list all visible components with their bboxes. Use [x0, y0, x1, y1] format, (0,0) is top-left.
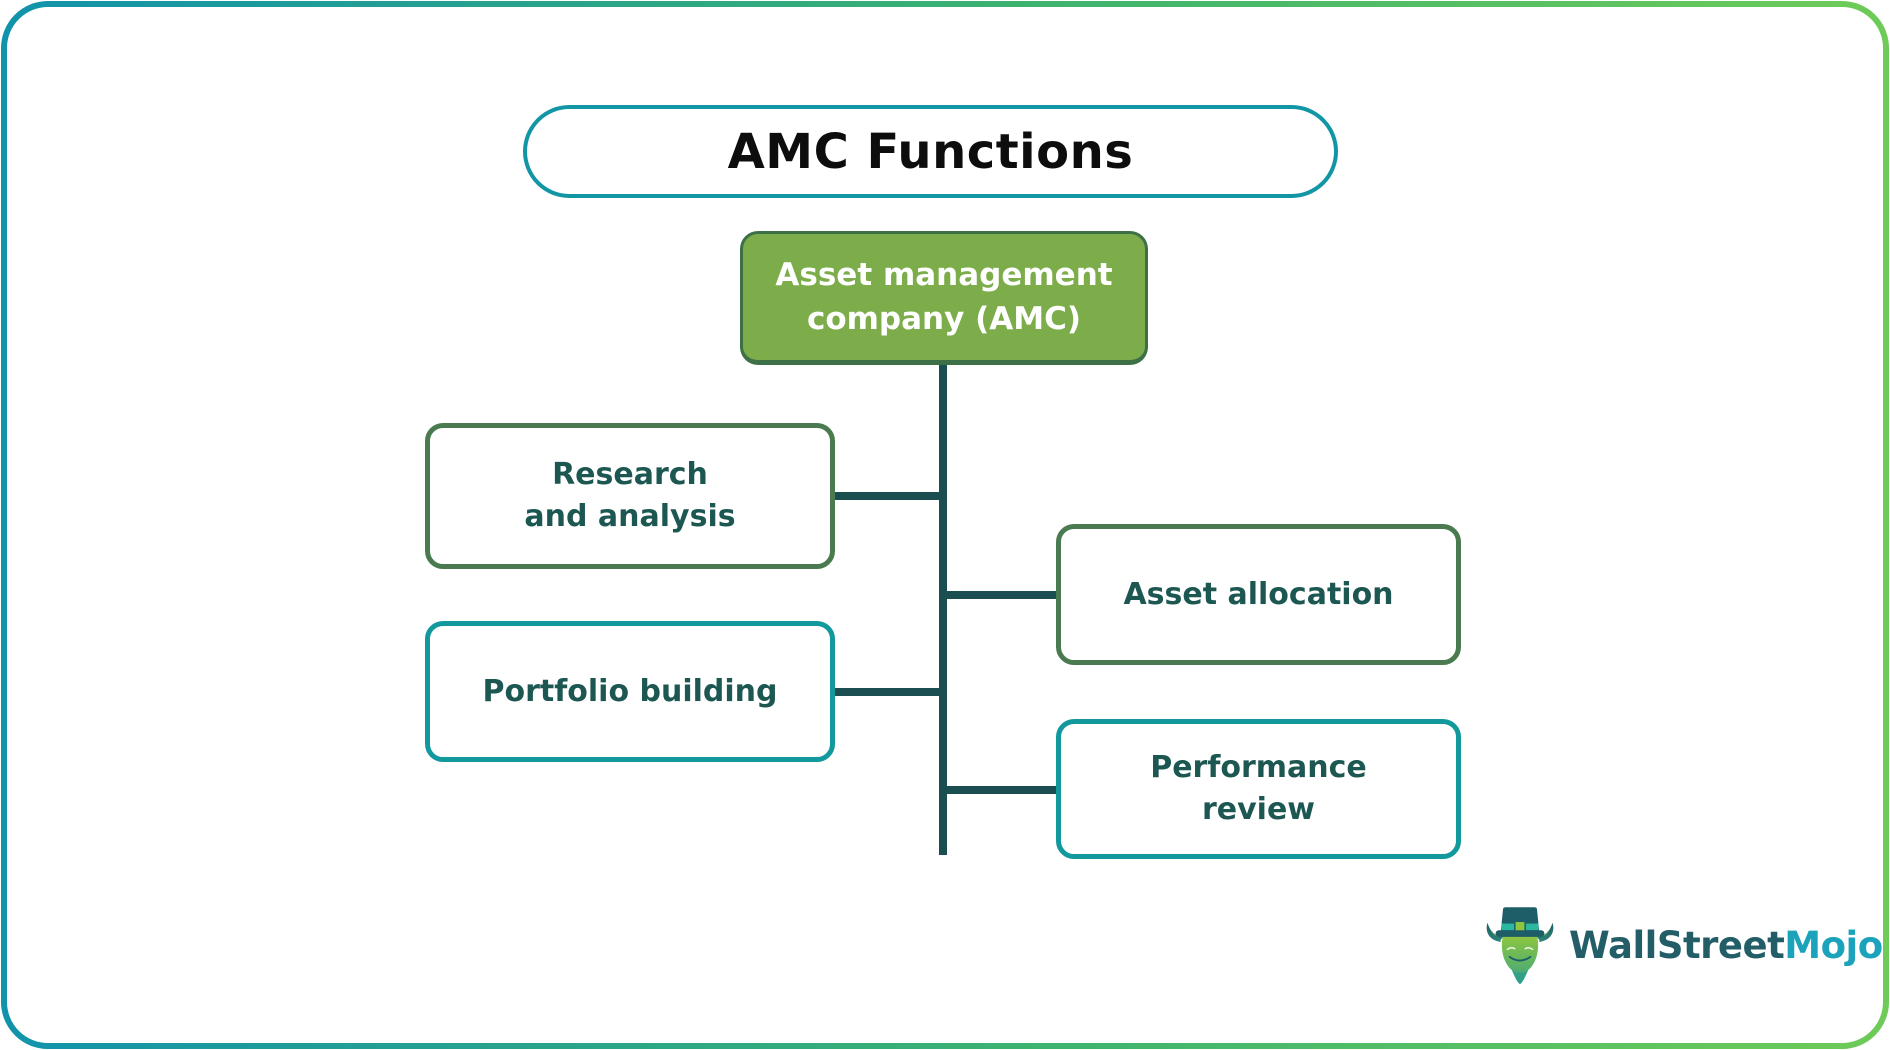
connector-branch-research [835, 492, 941, 500]
brand-name-accent: Mojo [1784, 923, 1883, 967]
brand-logo: WallStreetMojo [1483, 903, 1883, 987]
connector-branch-asset-allocation [945, 591, 1056, 599]
node-performance-review: Performance review [1056, 719, 1461, 859]
bull-mascot-icon [1486, 907, 1554, 985]
root-node-amc: Asset management company (AMC) [740, 231, 1148, 365]
connector-branch-portfolio [835, 688, 941, 696]
node-portfolio-building-label: Portfolio building [482, 673, 778, 709]
node-portfolio-building: Portfolio building [425, 621, 835, 762]
connector-trunk [939, 365, 947, 855]
brand-wordmark: WallStreetMojo [1569, 924, 1883, 967]
connector-branch-performance [945, 786, 1056, 794]
node-research-analysis: Research and analysis [425, 423, 835, 569]
brand-name-primary: WallStreet [1569, 923, 1785, 967]
node-research-analysis-label: Research and analysis [524, 457, 736, 534]
diagram-title: AMC Functions [727, 123, 1134, 180]
diagram-title-box: AMC Functions [523, 105, 1338, 198]
node-asset-allocation-label: Asset allocation [1123, 576, 1394, 612]
node-asset-allocation: Asset allocation [1056, 524, 1461, 665]
node-performance-review-label: Performance review [1150, 750, 1367, 827]
root-node-label: Asset management company (AMC) [775, 256, 1113, 337]
